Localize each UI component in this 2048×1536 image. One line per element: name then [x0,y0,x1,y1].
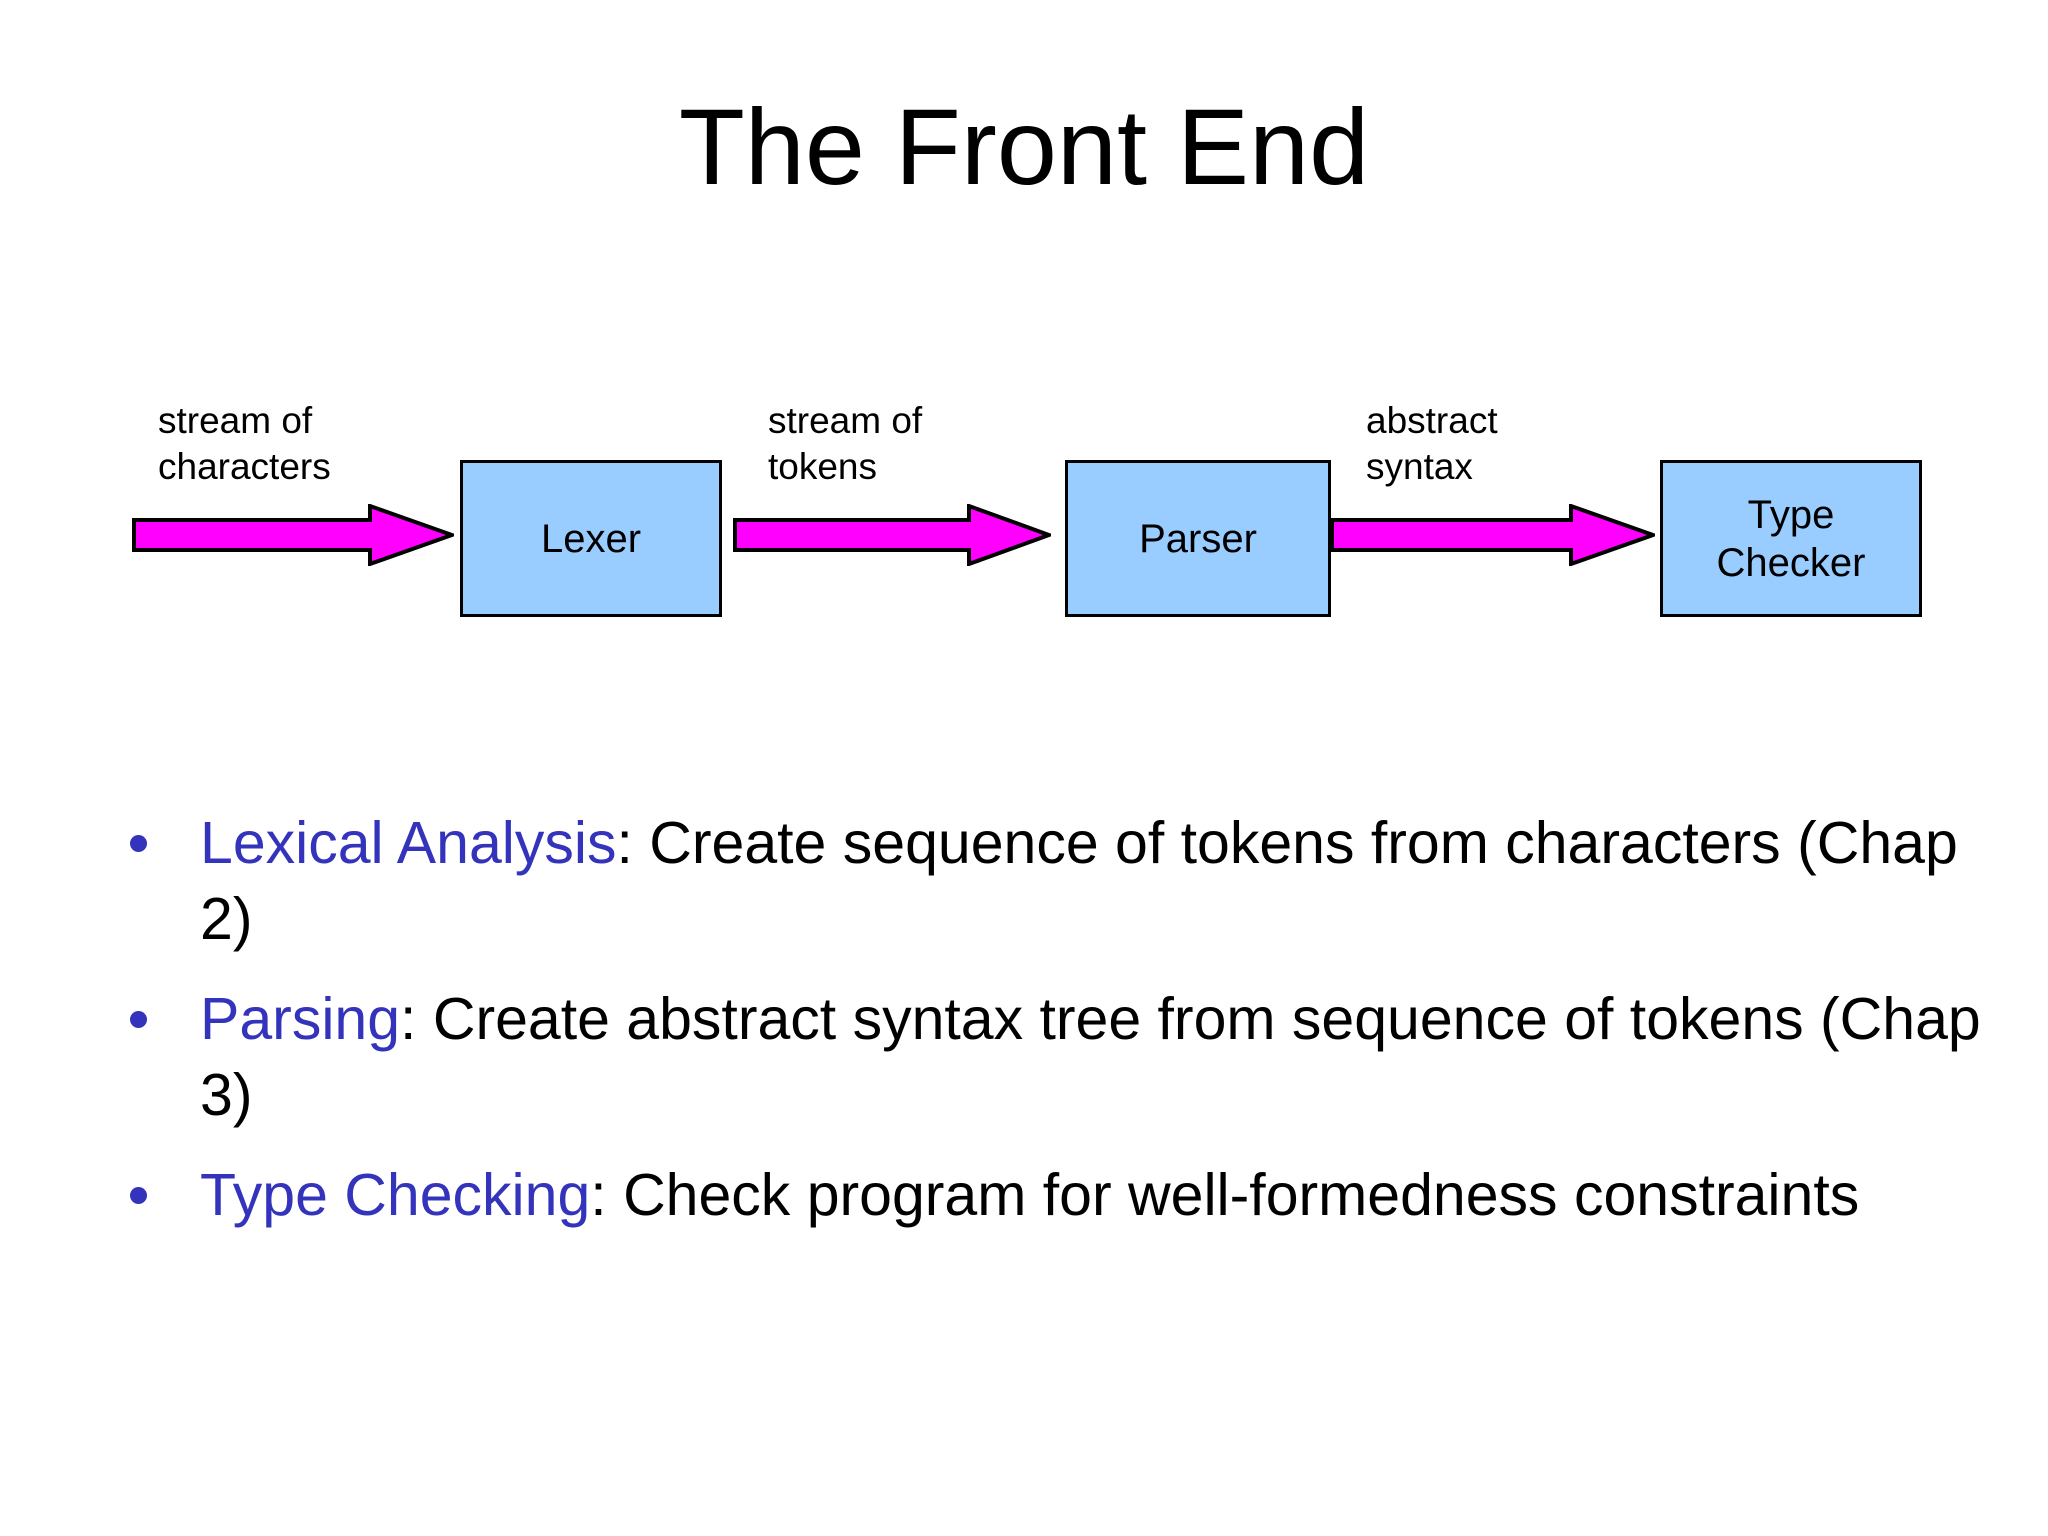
label-stream-of-tokens: stream of tokens [768,400,923,487]
label-abstract-syntax: abstract syntax [1366,400,1498,487]
diagram-box-parser: Parser [1065,460,1331,617]
bullet-keyword: Type Checking [200,1162,591,1228]
arrow-to-lexer-icon [132,504,454,566]
front-end-pipeline-diagram: stream of characters stream of tokens ab… [0,290,2048,640]
bullet-keyword: Lexical Analysis [200,810,617,876]
arrow-to-parser-icon [733,504,1051,566]
diagram-box-type-checker: Type Checker [1660,460,1922,617]
diagram-box-lexer-label: Lexer [540,516,642,561]
bullet-list: Lexical Analysis: Create sequence of tok… [118,805,2018,1257]
label-stream-of-characters: stream of characters [158,400,331,487]
list-item: Type Checking: Check program for well-fo… [118,1157,2018,1233]
diagram-box-type-checker-label: Type Checker [1716,492,1866,585]
list-item: Lexical Analysis: Create sequence of tok… [118,805,2018,957]
bullet-text: : Create abstract syntax tree from seque… [200,986,1981,1128]
bullet-dot-icon [130,1011,147,1028]
diagram-box-lexer: Lexer [460,460,722,617]
diagram-box-parser-label: Parser [1139,516,1257,561]
bullet-text: : Check program for well-formedness cons… [590,1162,1860,1228]
bullet-dot-icon [130,1187,147,1204]
bullet-dot-icon [130,835,147,852]
page-title: The Front End [678,86,1370,207]
arrow-to-type-checker-icon [1330,504,1655,566]
bullet-keyword: Parsing [200,986,401,1052]
list-item: Parsing: Create abstract syntax tree fro… [118,981,2018,1133]
bullet-text: : Create sequence of tokens from charact… [200,810,1958,952]
